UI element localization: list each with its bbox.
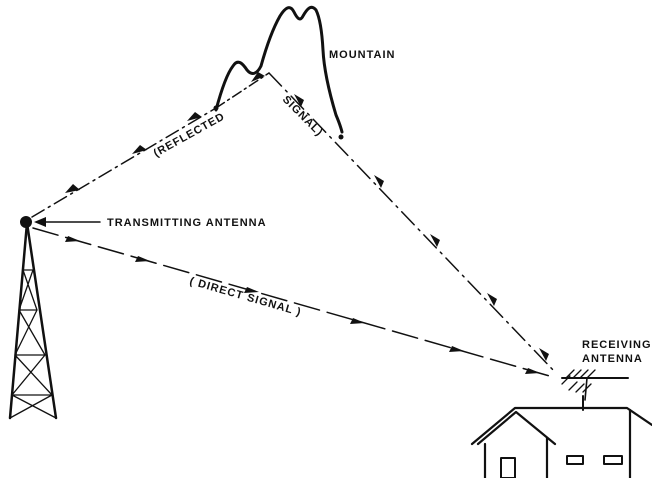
house: [470, 395, 652, 480]
arrow-direct-4: [350, 318, 365, 324]
signal-mid-dot: [338, 134, 344, 140]
direct-signal-path: [32, 227, 554, 378]
receiving-antenna-label-line1: RECEIVING: [582, 339, 652, 351]
arrow-direct-2: [135, 256, 150, 262]
reflected-label: (REFLECTED: [152, 111, 228, 160]
arrow-direct-1: [65, 236, 80, 242]
arrow-direct-6: [525, 368, 540, 374]
arrow-direct-5: [449, 346, 464, 352]
arrow-down-1: [294, 94, 304, 107]
house-window-2: [603, 455, 623, 465]
house-door: [500, 457, 516, 479]
receiving-antenna-label-line2: ANTENNA: [582, 353, 643, 365]
mountain-label: MOUNTAIN: [329, 49, 395, 61]
arrow-down-3: [430, 234, 440, 247]
reflected-signal-path-mountain: [215, 72, 270, 109]
reflected-signal-path-up: [31, 107, 217, 218]
transmitting-tower: [8, 216, 58, 420]
arrow-down-5: [539, 348, 549, 361]
arrow-down-4: [487, 293, 497, 306]
arrow-down-2: [374, 175, 384, 188]
receiving-antenna: [561, 369, 629, 401]
arrow-direct-3: [244, 287, 259, 293]
mountain-outline: [214, 5, 344, 134]
arrow-reflected-1: [65, 184, 80, 193]
direct-signal-label: ( DIRECT SIGNAL ): [188, 275, 303, 318]
arrow-mountain-1: [251, 72, 265, 82]
house-window-1: [566, 455, 584, 465]
arrow-reflected-3: [187, 112, 202, 121]
reflected-signal-path-down: [268, 72, 556, 373]
transmitting-antenna-dot: [20, 216, 32, 228]
transmitting-leader-arrow: [34, 217, 46, 227]
transmitting-antenna-label: TRANSMITTING ANTENNA: [107, 217, 267, 229]
arrow-reflected-2: [132, 145, 147, 154]
